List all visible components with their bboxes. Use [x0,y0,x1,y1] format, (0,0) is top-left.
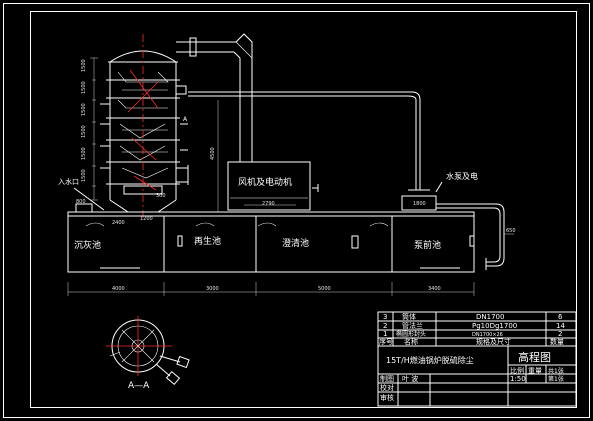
svg-text:1500: 1500 [81,169,87,182]
drawing-title: 15T/H燃油锅炉脱硫除尘 [386,355,474,365]
inlet-leader [73,187,105,211]
svg-text:1500: 1500 [81,81,87,94]
dim-2400: 2400 [112,220,125,226]
drawing-type: 高程图 [518,350,551,364]
check-label: 校对 [380,383,394,392]
row3-qty: 2 [558,330,562,338]
dim-650: 650 [506,228,516,234]
dim-1200: 1200 [140,216,153,222]
header-spec: 规格及尺寸 [476,337,511,346]
tower-height-dimension: 1500 1500 1500 1500 1500 1500 [81,57,98,201]
pool-clear-label: 澄清池 [282,237,309,249]
pump-motor-unit [401,181,443,211]
pool-structure [67,203,475,273]
row3-no: 1 [383,330,387,338]
fan-motor-unit [227,161,319,211]
dim-3400: 3400 [428,286,441,292]
weight-label: 重量 [528,367,542,375]
scrubber-tower [100,34,189,218]
dim-5000: 5000 [318,286,331,292]
sheet-no: 第1张 [548,375,564,383]
pool-pump-label: 泵前池 [414,239,441,251]
fan-motor-label: 风机及电动机 [238,176,292,188]
row2-spec: Pg10Dg1700 [472,322,517,330]
inlet-label: 入水口 [58,177,79,186]
pool-settling-label: 沉灰池 [74,239,101,251]
review-label: 审核 [380,393,394,402]
pool-regen-label: 再生池 [194,235,221,247]
header-qty: 数量 [550,337,564,346]
row2-no: 2 [383,322,387,330]
water-pipe [188,91,421,190]
row1-no: 3 [383,313,387,321]
drawn-name: 叶 波 [402,374,418,383]
dim-4500: 4500 [210,147,216,160]
dim-300: 300 [156,193,166,199]
section-a-a-view [106,316,190,385]
row1-qty: 6 [558,313,563,321]
drawn-label: 制图 [380,374,394,383]
row1-spec: DN1700 [476,313,504,321]
row2-qty: 14 [556,322,565,330]
dim-1800: 1800 [413,201,426,207]
section-mark-a: A [183,116,188,123]
dim-800: 800 [76,199,86,205]
scale-value: 1:50 [510,375,526,383]
dim-3000: 3000 [206,286,219,292]
svg-text:1500: 1500 [81,59,87,72]
header-name: 名称 [404,337,418,346]
svg-text:1500: 1500 [81,103,87,116]
row2-name: 管法兰 [402,321,423,330]
return-pipe [436,203,514,270]
header-no: 序号 [379,337,393,346]
row3-spec: DN1700×26 [472,332,503,338]
flue-duct [176,33,253,162]
svg-text:1500: 1500 [81,125,87,138]
sheets-total: 共1张 [548,367,564,375]
dim-4000: 4000 [112,286,125,292]
pool-length-dimension [67,282,475,296]
row1-name: 筒体 [402,312,416,321]
dim-2790: 2790 [262,201,275,207]
inner-border [30,11,577,408]
title-block-grid [377,311,577,407]
pump-motor-label: 水泵及电 [446,171,478,181]
row3-name: 椭圆形封头 [396,330,426,338]
section-label: A—A [128,381,150,391]
scale-label: 比例 [510,366,524,375]
outer-border [3,3,590,418]
svg-text:1500: 1500 [81,147,87,160]
